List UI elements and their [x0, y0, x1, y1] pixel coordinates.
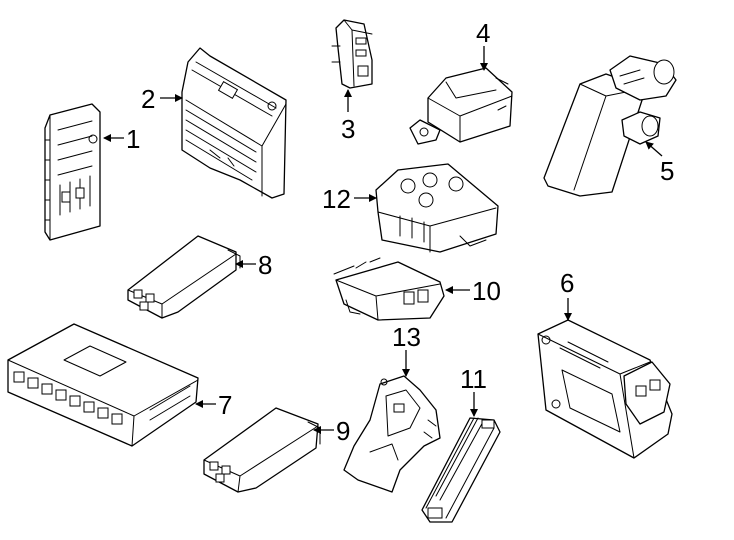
callout-3: 3 — [341, 89, 355, 144]
callout-6: 6 — [560, 268, 574, 321]
part-6-control-module — [537, 319, 673, 459]
part-4-control-module — [409, 67, 513, 145]
callout-7: 7 — [195, 390, 232, 420]
callout-4: 4 — [476, 18, 490, 71]
callout-number: 11 — [460, 364, 487, 394]
callout-10: 10 — [445, 276, 501, 306]
callout-number: 7 — [218, 390, 232, 420]
part-5-telematics-module — [543, 55, 677, 197]
callout-11: 11 — [460, 364, 487, 417]
callout-number: 8 — [258, 250, 272, 280]
part-9-connector-module — [203, 407, 321, 493]
callout-2: 2 — [141, 84, 183, 114]
part-10-module-bracket — [333, 257, 445, 321]
callout-5: 5 — [645, 141, 674, 186]
part-12-fuse-relay-block — [375, 163, 499, 253]
callout-8: 8 — [235, 250, 272, 280]
part-7-control-unit — [7, 323, 199, 447]
part-1-body-control-module — [44, 103, 101, 241]
callout-13: 13 — [392, 322, 421, 377]
part-13-mounting-bracket — [343, 375, 441, 493]
part-2-engine-control-module — [181, 47, 287, 199]
callout-number: 3 — [341, 114, 355, 144]
callout-number: 5 — [660, 156, 674, 186]
callout-number: 2 — [141, 84, 155, 114]
part-11-antenna-module — [421, 417, 501, 523]
callout-number: 6 — [560, 268, 574, 298]
callout-1: 1 — [103, 124, 140, 154]
callout-12: 12 — [322, 184, 377, 214]
callout-number: 13 — [392, 322, 421, 352]
callout-9: 9 — [313, 416, 350, 446]
callout-number: 12 — [322, 184, 351, 214]
callout-number: 4 — [476, 18, 490, 48]
callout-number: 1 — [126, 124, 140, 154]
callout-number: 9 — [336, 416, 350, 446]
part-8-connector-module — [127, 235, 241, 319]
callout-number: 10 — [472, 276, 501, 306]
part-3-relay-module — [331, 19, 373, 89]
